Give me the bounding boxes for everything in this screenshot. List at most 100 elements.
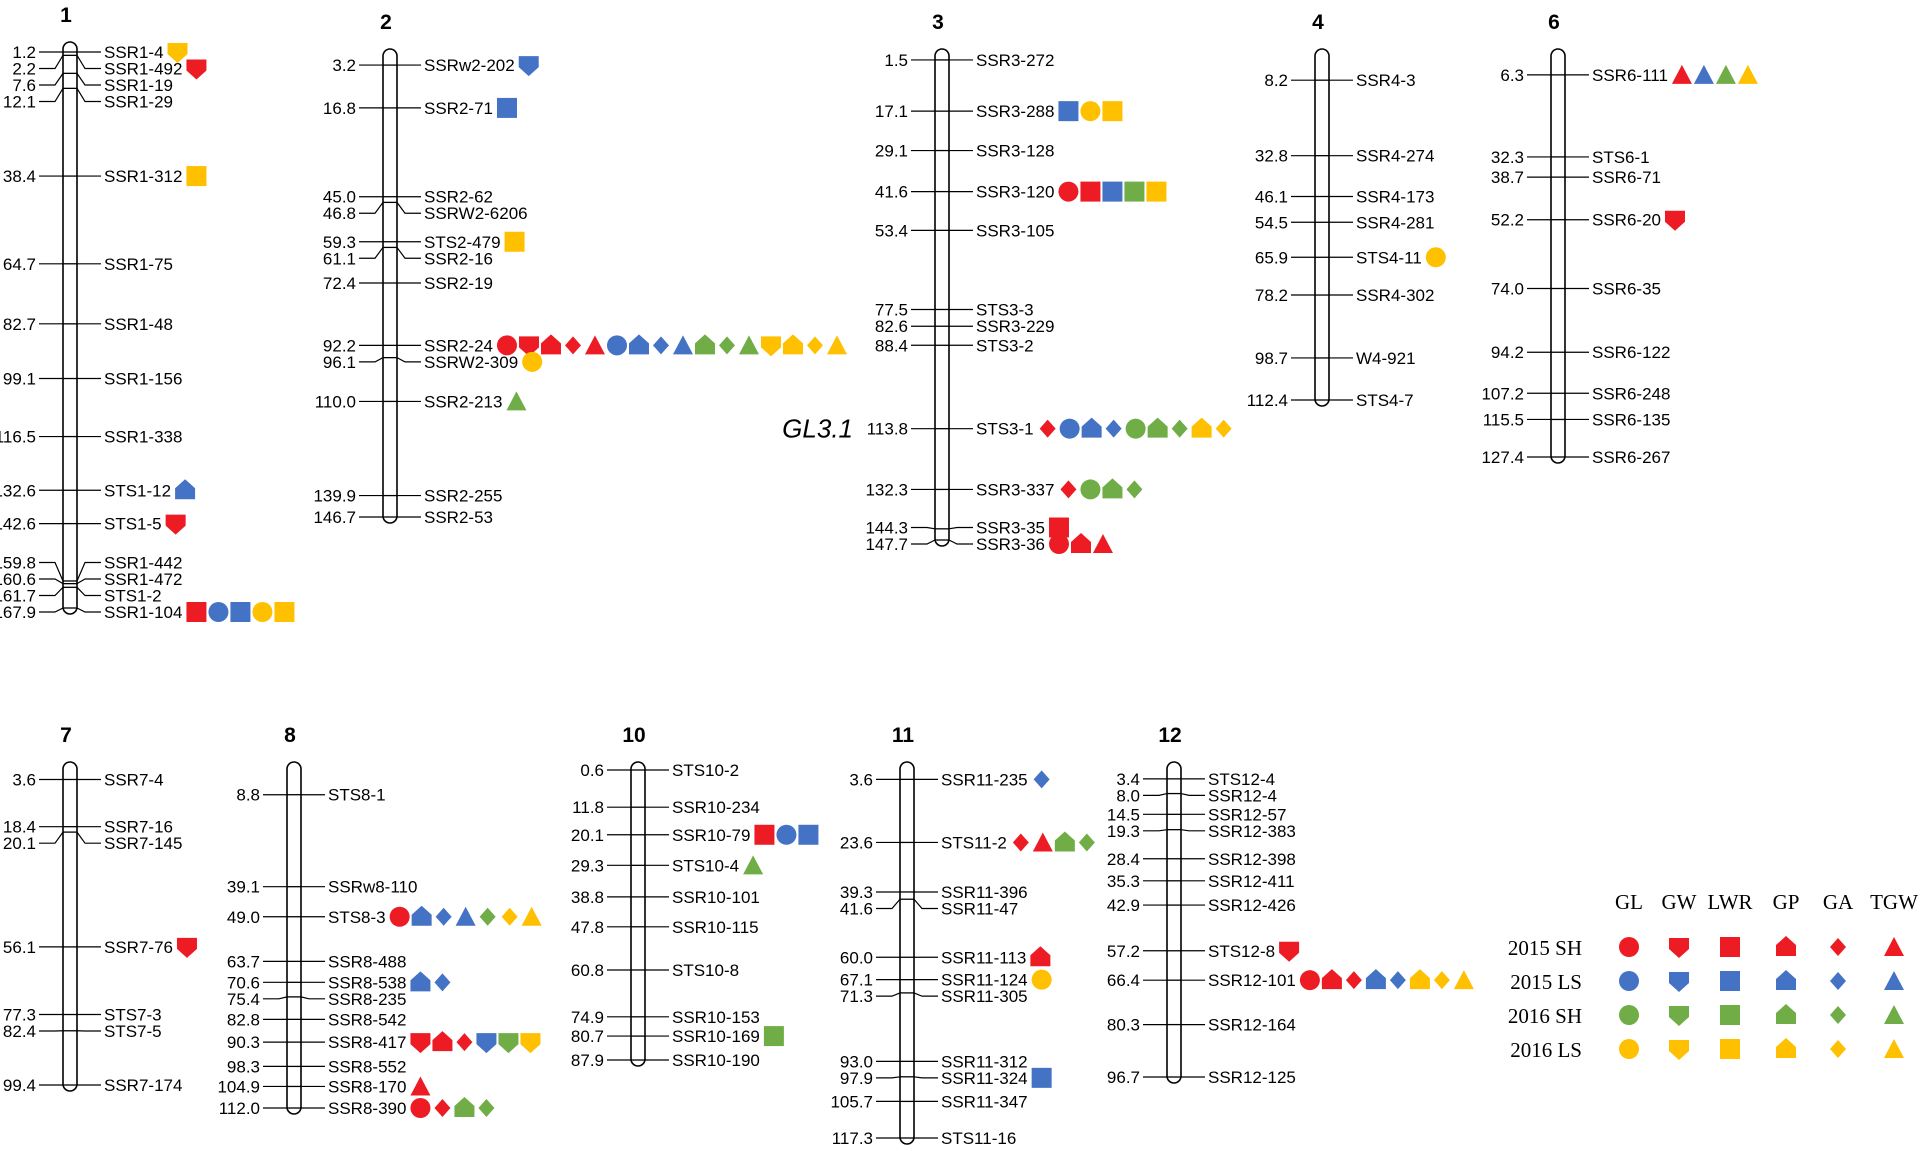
marker-position: 139.9	[313, 487, 356, 506]
legend-pentagon-icon	[1776, 936, 1796, 956]
marker-name: STS4-7	[1356, 391, 1414, 410]
qtl-lwr-2016ls-square-icon	[274, 602, 295, 622]
marker-position: 97.9	[840, 1069, 873, 1088]
marker-position: 3.6	[849, 770, 873, 789]
marker-position: 112.0	[219, 1099, 260, 1118]
position-connector	[263, 996, 288, 1000]
marker-name: STS2-479	[424, 233, 501, 252]
qtl-gl-2016ls-circle-icon	[522, 351, 543, 372]
marker-name: SSR2-53	[424, 508, 493, 527]
chromosome-number: 6	[1548, 11, 1560, 34]
marker-position: 20.1	[3, 834, 36, 853]
qtl-tgw-2015sh-triangle-icon	[1671, 64, 1692, 84]
marker-position: 11.8	[572, 798, 604, 817]
marker-name: SSR3-105	[976, 221, 1054, 240]
marker-connector	[76, 55, 101, 70]
marker-position: 39.1	[227, 878, 260, 897]
marker-position: 32.8	[1255, 147, 1288, 166]
qtl-tgw-2016ls-triangle-icon	[1453, 970, 1474, 990]
chromosome-number: 3	[932, 11, 944, 34]
position-connector	[1143, 792, 1168, 796]
marker-position: 80.3	[1107, 1016, 1140, 1035]
legend-triangle-icon	[1884, 1039, 1904, 1058]
marker-name: SSR2-62	[424, 188, 493, 207]
qtl-ga-2015ls-diamond-icon	[1105, 419, 1122, 438]
marker-position: 132.3	[865, 480, 908, 499]
marker-name: STS8-3	[328, 908, 386, 927]
marker-name: SSR8-552	[328, 1057, 406, 1076]
marker-name: SSR3-36	[976, 535, 1045, 554]
legend-shield-icon	[1669, 1006, 1689, 1026]
qtl-ga-2016sh-diamond-icon	[1171, 419, 1188, 438]
position-connector	[359, 202, 384, 214]
marker-position: 74.0	[1491, 280, 1524, 299]
marker-position: 132.6	[0, 481, 36, 500]
qtl-gl-2015sh-circle-icon	[389, 906, 410, 927]
marker-position: 98.7	[1255, 349, 1288, 368]
position-connector	[876, 898, 901, 910]
marker-name: SSR6-35	[1592, 280, 1661, 299]
qtl-ga-2016sh-diamond-icon	[478, 1099, 495, 1117]
legend-trait-header: TGW	[1870, 890, 1918, 914]
marker-name: SSR12-164	[1208, 1016, 1296, 1035]
marker-position: 93.0	[840, 1052, 873, 1071]
marker-position: 12.1	[3, 93, 36, 112]
marker-position: 146.7	[313, 508, 356, 527]
marker-position: 77.3	[3, 1006, 36, 1025]
qtl-gw-2016ls-shield-icon	[520, 1033, 541, 1054]
legend-diamond-icon	[1830, 972, 1846, 990]
marker-name: SSR1-338	[104, 428, 182, 447]
qtl-ga-2015ls-diamond-icon	[1389, 971, 1406, 990]
marker-name: SSR10-101	[672, 888, 760, 907]
qtl-ga-2015sh-diamond-icon	[1345, 971, 1362, 990]
marker-name: SSR4-302	[1356, 286, 1434, 305]
chromosome-number: 1	[60, 4, 72, 27]
marker-position: 107.2	[1481, 384, 1524, 403]
marker-position: 160.6	[0, 570, 36, 589]
marker-name: STS12-8	[1208, 942, 1275, 961]
legend-pentagon-icon	[1776, 1038, 1796, 1058]
chromosome-number: 7	[60, 724, 72, 747]
qtl-gl-2015sh-circle-icon	[496, 335, 517, 356]
marker-name: SSR8-390	[328, 1099, 406, 1118]
marker-connector	[76, 831, 101, 844]
qtl-lwr-2015ls-square-icon	[798, 824, 819, 845]
marker-name: STS10-8	[672, 961, 739, 980]
marker-name: STS11-2	[941, 833, 1007, 852]
qtl-gl-2016ls-circle-icon	[1080, 101, 1101, 122]
qtl-lwr-2016ls-square-icon	[504, 231, 525, 252]
marker-connector	[76, 561, 101, 582]
qtl-ga-2016sh-diamond-icon	[1126, 480, 1143, 499]
chromosome-bar	[899, 761, 915, 1145]
marker-position: 159.8	[0, 554, 36, 573]
qtl-gw-2015sh-shield-icon	[186, 59, 207, 80]
marker-position: 19.3	[1107, 822, 1140, 841]
marker-position: 74.9	[571, 1008, 604, 1027]
qtl-ga-2016sh-diamond-icon	[479, 907, 496, 926]
marker-position: 67.1	[840, 971, 873, 990]
marker-name: SSR8-488	[328, 952, 406, 971]
qtl-gw-2015sh-shield-icon	[165, 514, 186, 535]
marker-position: 14.5	[1107, 805, 1140, 824]
marker-name: SSR12-4	[1208, 786, 1277, 805]
chromosome-number: 11	[892, 724, 915, 747]
marker-position: 3.6	[12, 770, 36, 789]
